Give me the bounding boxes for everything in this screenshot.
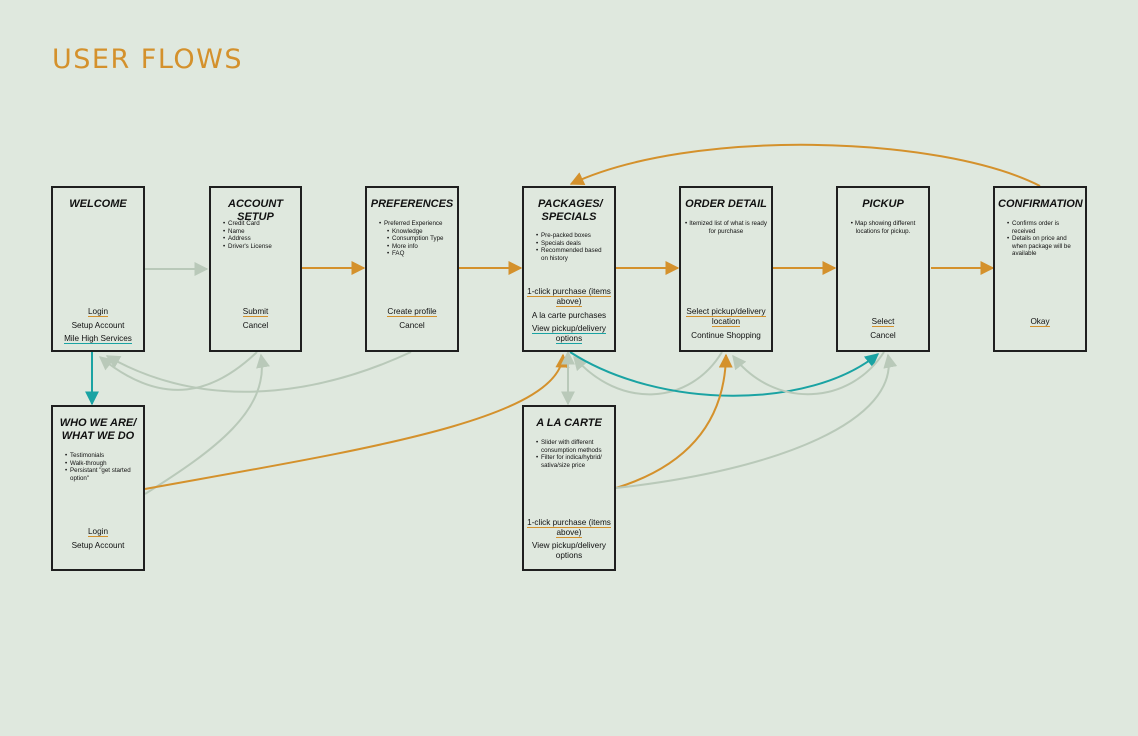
cancel-button[interactable]: Cancel (242, 321, 269, 330)
bullet-list: Confirms order is received Details on pr… (1007, 220, 1081, 258)
bullet-item: Name (223, 228, 296, 236)
screen-packages-specials: PACKAGES/ SPECIALS Pre-packed boxes Spec… (522, 186, 616, 352)
login-link[interactable]: Login (87, 527, 109, 537)
setup-account-link[interactable]: Setup Account (71, 541, 125, 550)
arrow-preferences-back-to-welcome (105, 351, 412, 393)
arrow-alacarte-to-pickup (615, 353, 898, 489)
view-pickup-delivery-link[interactable]: View pickup/delivery options (531, 541, 607, 560)
bullet-list: Slider with different consumption method… (536, 439, 610, 469)
mile-high-services-link[interactable]: Mile High Services (64, 334, 132, 344)
bullet-item: Persistant "get started option" (65, 467, 139, 482)
screen-title: A LA CARTE (536, 417, 602, 429)
one-click-purchase-button[interactable]: 1-click purchase (items above) (527, 518, 611, 538)
bullet-item: Preferred Experience (379, 220, 453, 228)
create-profile-button[interactable]: Create profile (387, 307, 437, 317)
screen-preferences: PREFERENCES Preferred Experience Knowled… (365, 186, 459, 352)
bullet-item: Pre-packed boxes (536, 232, 610, 240)
bullet-item: Slider with different consumption method… (536, 439, 610, 454)
bullet-item: Walk-through (65, 460, 139, 468)
cancel-button[interactable]: Cancel (870, 331, 896, 340)
screen-title: ORDER DETAIL (685, 198, 767, 210)
okay-button[interactable]: Okay (1030, 317, 1050, 327)
screen-title: PACKAGES/ SPECIALS (538, 198, 603, 223)
screen-title: WELCOME (69, 198, 127, 210)
screen-order-detail: ORDER DETAIL Itemized list of what is re… (679, 186, 773, 352)
bullet-list: Pre-packed boxes Specials deals Recommen… (536, 232, 610, 262)
bullet-list: Map showing different locations for pick… (842, 220, 924, 235)
arrow-who-to-packages (144, 353, 570, 490)
screen-title: CONFIRMATION (998, 198, 1083, 210)
screen-title: PREFERENCES (370, 198, 454, 210)
bullet-item: Credit Card (223, 220, 296, 228)
select-pickup-delivery-button[interactable]: Select pickup/delivery location (686, 307, 766, 327)
bullet-item: Driver's License (223, 243, 296, 251)
screen-who-we-are: WHO WE ARE/ WHAT WE DO Testimonials Walk… (51, 405, 145, 571)
arrow-packages-to-pickup (569, 351, 880, 397)
screen-confirmation: CONFIRMATION Confirms order is received … (993, 186, 1087, 352)
bullet-item: Details on price and when package will b… (1007, 235, 1081, 258)
a-la-carte-link[interactable]: A la carte purchases (531, 311, 607, 320)
screen-welcome: WELCOME Login Setup Account Mile High Se… (51, 186, 145, 352)
screen-account-setup: ACCOUNT SETUP Credit Card Name Address D… (209, 186, 302, 352)
view-pickup-delivery-link[interactable]: View pickup/delivery options (531, 324, 607, 344)
bullet-item: FAQ (387, 250, 453, 258)
page-title: USER FLOWS (52, 44, 244, 75)
bullet-item: Map showing different locations for pick… (842, 220, 924, 235)
bullet-item: Testimonials (65, 452, 139, 460)
bullet-item: Confirms order is received (1007, 220, 1081, 235)
arrow-pickup-back-to-order (732, 351, 885, 396)
arrow-confirmation-to-packages (569, 143, 1041, 187)
bullet-list: Credit Card Name Address Driver's Licens… (223, 220, 296, 250)
screen-title: PICKUP (862, 198, 904, 210)
arrow-order-back-to-packages (573, 351, 723, 396)
one-click-purchase-button[interactable]: 1-click purchase (items above) (527, 287, 611, 307)
bullet-list: Itemized list of what is ready for purch… (685, 220, 767, 235)
bullet-item: More info (387, 243, 453, 251)
bullet-item: Consumption Type (387, 235, 453, 243)
screen-a-la-carte: A LA CARTE Slider with different consump… (522, 405, 616, 571)
submit-button[interactable]: Submit (242, 307, 269, 317)
select-button[interactable]: Select (871, 317, 895, 327)
arrow-alacarte-to-order (615, 353, 733, 489)
bullet-item: Specials deals (536, 240, 610, 248)
bullet-item: Itemized list of what is ready for purch… (685, 220, 767, 235)
screen-pickup: PICKUP Map showing different locations f… (836, 186, 930, 352)
bullet-item: Filter for indica/hybrid/ sativa/size pr… (536, 454, 610, 469)
bullet-item: Recommended based on history (536, 247, 610, 262)
arrow-who-to-account (144, 353, 270, 495)
setup-account-link[interactable]: Setup Account (71, 321, 125, 330)
bullet-item: Knowledge (387, 228, 453, 236)
cancel-button[interactable]: Cancel (399, 321, 425, 330)
arrow-account-back-to-welcome (98, 351, 258, 391)
bullet-list: Testimonials Walk-through Persistant "ge… (65, 452, 139, 482)
bullet-item: Address (223, 235, 296, 243)
bullet-list: Preferred Experience Knowledge Consumpti… (379, 220, 453, 258)
continue-shopping-button[interactable]: Continue Shopping (691, 331, 761, 340)
login-link[interactable]: Login (87, 307, 109, 317)
screen-title: WHO WE ARE/ WHAT WE DO (59, 417, 137, 442)
